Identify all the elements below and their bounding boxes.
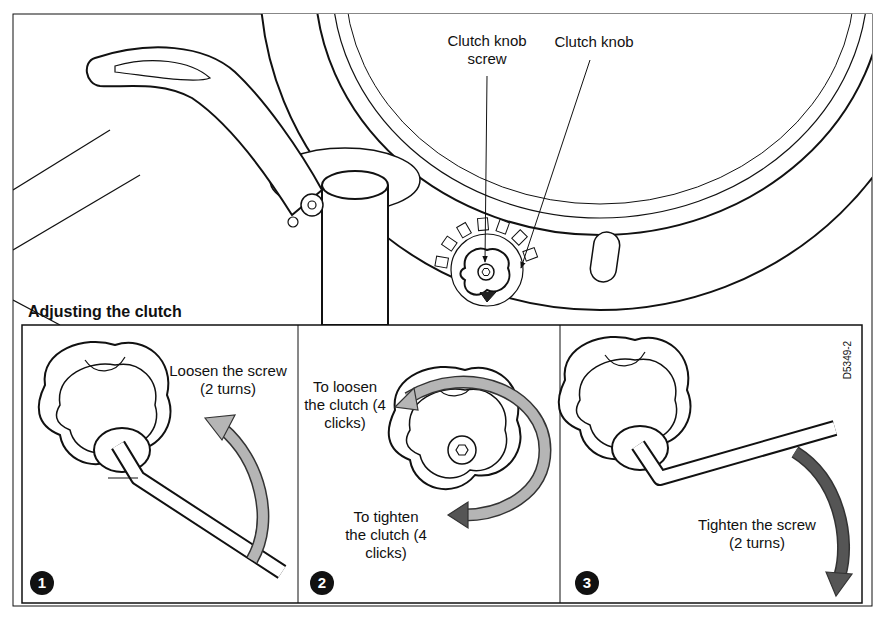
pedestal-part xyxy=(496,219,510,234)
callout-number: 2 xyxy=(312,574,332,592)
pedestal-part xyxy=(451,234,523,306)
part-label: Clutch knob xyxy=(539,33,649,51)
callout-number: 1 xyxy=(32,574,52,592)
pedestal-part xyxy=(482,269,490,276)
pedestal-part xyxy=(13,130,110,190)
step-badges xyxy=(30,571,599,595)
step-badges-part xyxy=(575,571,599,595)
part-label: Clutch knob screw xyxy=(437,32,537,68)
leader-lines xyxy=(485,60,590,268)
leader-lines-part xyxy=(485,76,487,262)
inset-panel xyxy=(22,325,862,603)
step-1-figure-part xyxy=(108,478,138,479)
pedestal-part xyxy=(435,256,449,268)
pedestal-part xyxy=(589,230,622,283)
step-1-figure-part xyxy=(222,428,263,560)
section-heading: Adjusting the clutch xyxy=(28,302,288,321)
step-2-figure-part xyxy=(408,382,545,515)
figure-code: D5349-2 xyxy=(842,325,854,395)
step-note: Loosen the screw (2 turns) xyxy=(164,362,292,398)
clutch-knob xyxy=(435,218,538,306)
pedestal-part xyxy=(478,264,494,280)
step-3-figure-part xyxy=(795,452,844,575)
step-2-figure-part xyxy=(395,388,418,410)
step-badges-part xyxy=(30,571,54,595)
pedestal-part xyxy=(322,171,388,199)
pedestal-part xyxy=(480,292,496,302)
step-3-figure-part xyxy=(795,452,844,575)
pedestal-part xyxy=(288,217,298,227)
inset-panel-part xyxy=(22,325,862,603)
step-note: To loosen the clutch (4 clicks) xyxy=(304,378,386,432)
step-3-figure xyxy=(559,337,852,596)
step-2-figure-part xyxy=(448,436,476,464)
inset-panel-part xyxy=(298,325,299,603)
step-2-figure-part xyxy=(408,382,545,515)
pedestal-part xyxy=(301,194,323,216)
step-badges-part xyxy=(310,571,334,595)
pedestal-part xyxy=(322,185,388,325)
inset-panel-part xyxy=(560,325,561,603)
step-note: Tighten the screw (2 turns) xyxy=(693,516,821,552)
pedestal-part xyxy=(457,222,472,237)
pedestal-part xyxy=(345,14,855,204)
step-2-figure xyxy=(389,367,545,528)
leader-lines-part xyxy=(521,60,590,268)
pedestal-part xyxy=(13,175,140,250)
pedestal-part xyxy=(512,230,528,246)
pedestal-part xyxy=(442,236,458,251)
pedestal xyxy=(13,14,872,325)
callout-number: 3 xyxy=(577,574,597,592)
step-2-figure-part xyxy=(448,502,468,528)
pedestal-part xyxy=(87,47,322,215)
step-note: To tighten the clutch (4 clicks) xyxy=(342,508,430,562)
pedestal-part xyxy=(308,201,316,209)
pedestal-part xyxy=(477,218,488,231)
step-2-figure-part xyxy=(456,445,468,455)
step-1-figure-part xyxy=(222,428,263,560)
pedestal-part xyxy=(115,61,210,81)
step-1-figure-part xyxy=(205,415,235,440)
step-3-figure-part xyxy=(826,572,852,596)
